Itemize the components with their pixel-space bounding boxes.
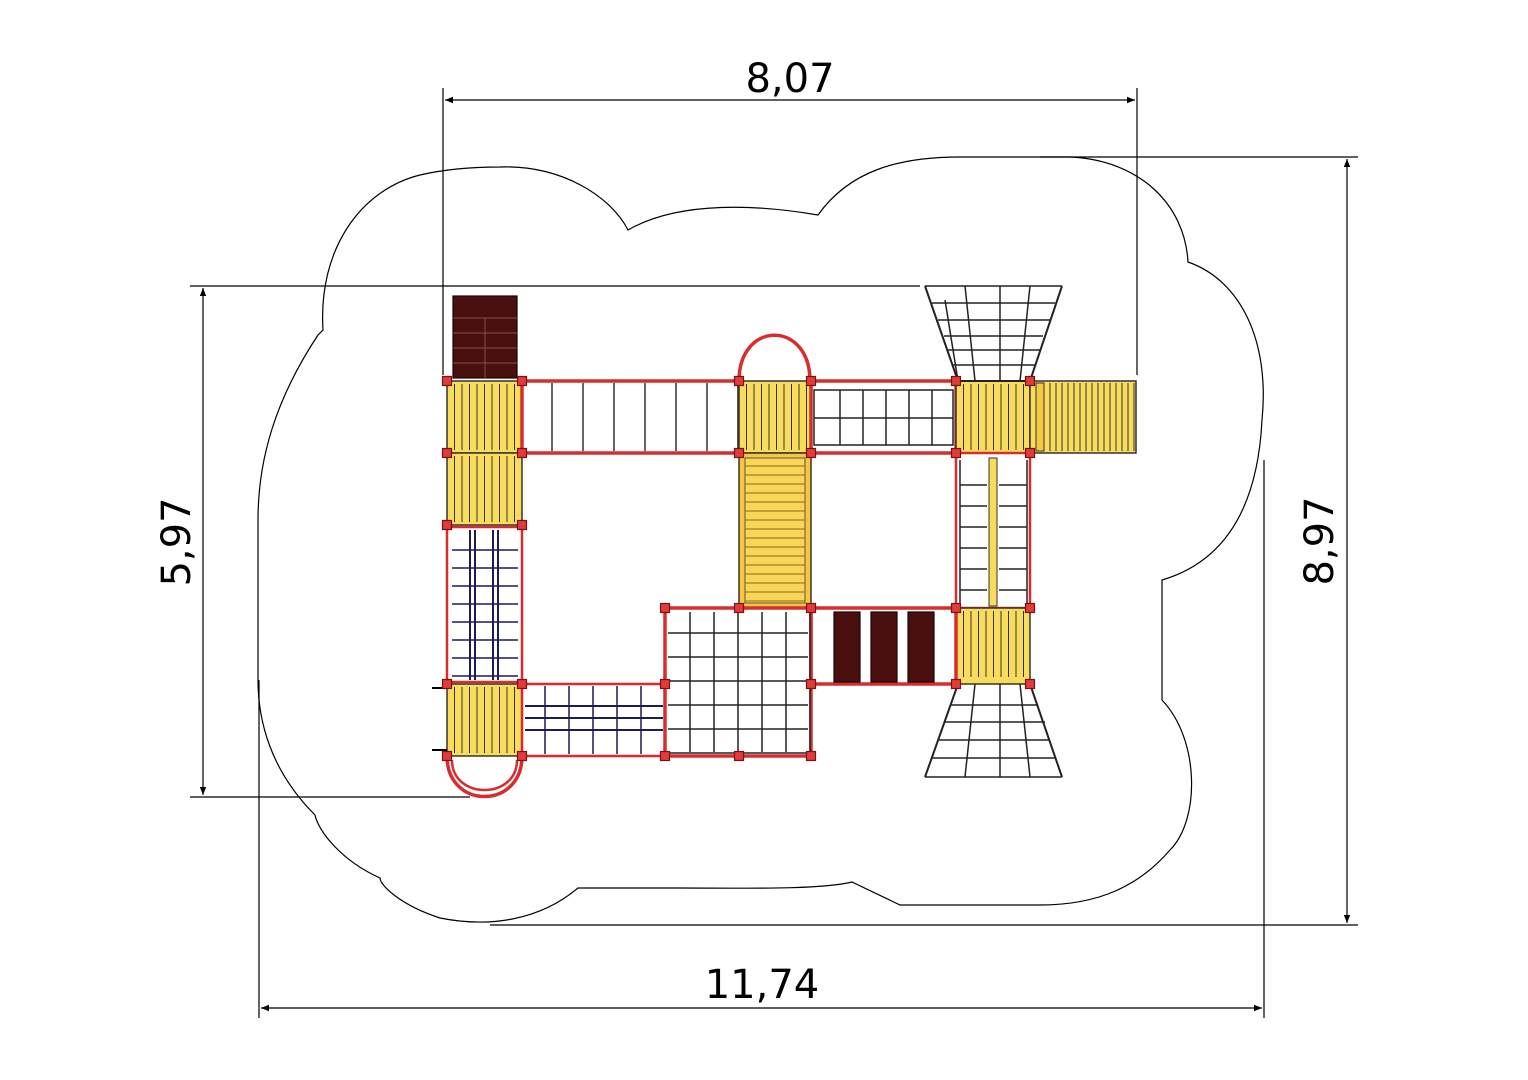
post (1024, 375, 1036, 387)
roof-arc-bottom-left (445, 755, 524, 799)
post (950, 375, 962, 387)
post (659, 678, 671, 690)
playground-structure (432, 285, 1137, 799)
post (516, 750, 528, 762)
dimension-bottom-width: 11,74 (705, 962, 820, 1008)
post (733, 375, 745, 387)
post (950, 602, 962, 614)
post (1024, 602, 1036, 614)
dimension-left-height: 5,97 (154, 497, 200, 586)
post (516, 375, 528, 387)
post (1024, 447, 1036, 459)
dimension-top-width: 8,07 (745, 56, 834, 102)
post (516, 678, 528, 690)
post (950, 678, 962, 690)
post (805, 375, 817, 387)
stepping-panel-bridge (809, 606, 958, 686)
post (441, 678, 453, 690)
roof-arc-center (737, 333, 812, 382)
post (733, 602, 745, 614)
net-bridge-left-vertical (445, 525, 524, 684)
grid-net-center-bottom (663, 606, 813, 758)
ladder-right-vertical (954, 451, 1032, 610)
cargo-net-bottom-right (924, 683, 1063, 778)
post (441, 519, 453, 531)
deck-center-top (738, 380, 812, 454)
post (516, 519, 528, 531)
post (805, 750, 817, 762)
post (441, 447, 453, 459)
post (805, 447, 817, 459)
net-bridge-bottom-left (520, 682, 667, 758)
post (516, 447, 528, 459)
ramp-center (738, 452, 812, 609)
posts (441, 375, 1036, 762)
post (950, 447, 962, 459)
post (441, 750, 453, 762)
post (805, 602, 817, 614)
post (805, 678, 817, 690)
post (659, 602, 671, 614)
rung-bridge-top-left (520, 379, 741, 455)
net-bridge-top-middle (809, 379, 958, 455)
post (659, 750, 671, 762)
post (441, 375, 453, 387)
post (1024, 678, 1036, 690)
cargo-net-top-right (924, 285, 1063, 382)
slide-top-right (1029, 380, 1137, 454)
post (733, 750, 745, 762)
safety-zone-outline (257, 156, 1264, 923)
climbing-wall-panel (452, 295, 518, 379)
dimension-right-height: 8,97 (1297, 496, 1343, 585)
post (733, 447, 745, 459)
